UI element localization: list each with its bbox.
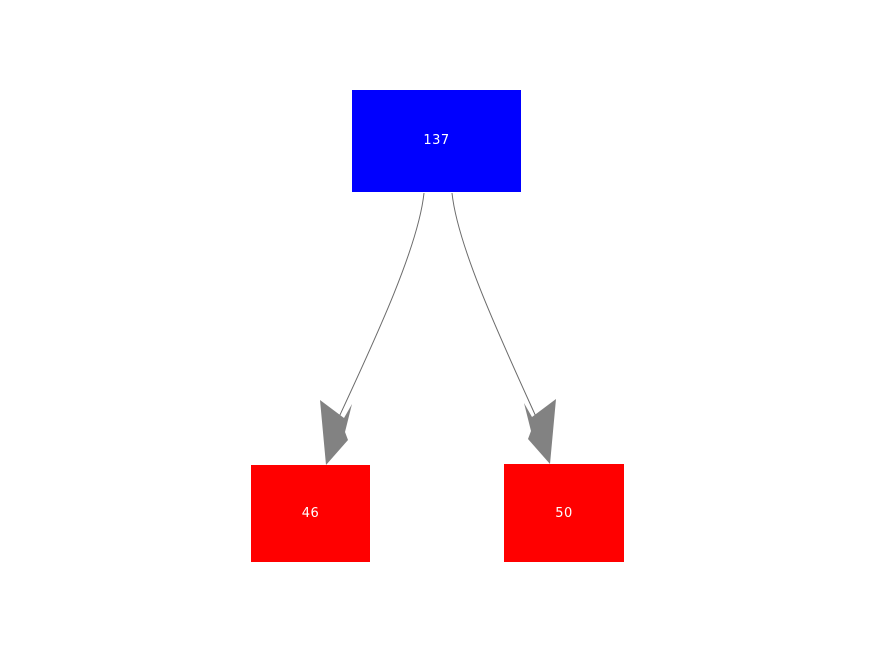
node-root[interactable]: 137 <box>352 90 521 192</box>
arrowhead-root-to-right <box>524 399 556 464</box>
node-right-child[interactable]: 50 <box>504 464 624 562</box>
edge-line-root-to-left <box>332 192 425 431</box>
node-left-child-label: 46 <box>301 506 320 521</box>
edge-root-to-right <box>451 192 556 464</box>
arrowhead-root-to-left <box>320 400 352 465</box>
node-right-child-label: 50 <box>555 505 573 521</box>
edge-root-to-left <box>320 192 425 465</box>
edge-line-root-to-right <box>451 192 543 431</box>
node-root-label: 137 <box>423 132 450 148</box>
node-left-child[interactable]: 46 <box>251 465 370 562</box>
